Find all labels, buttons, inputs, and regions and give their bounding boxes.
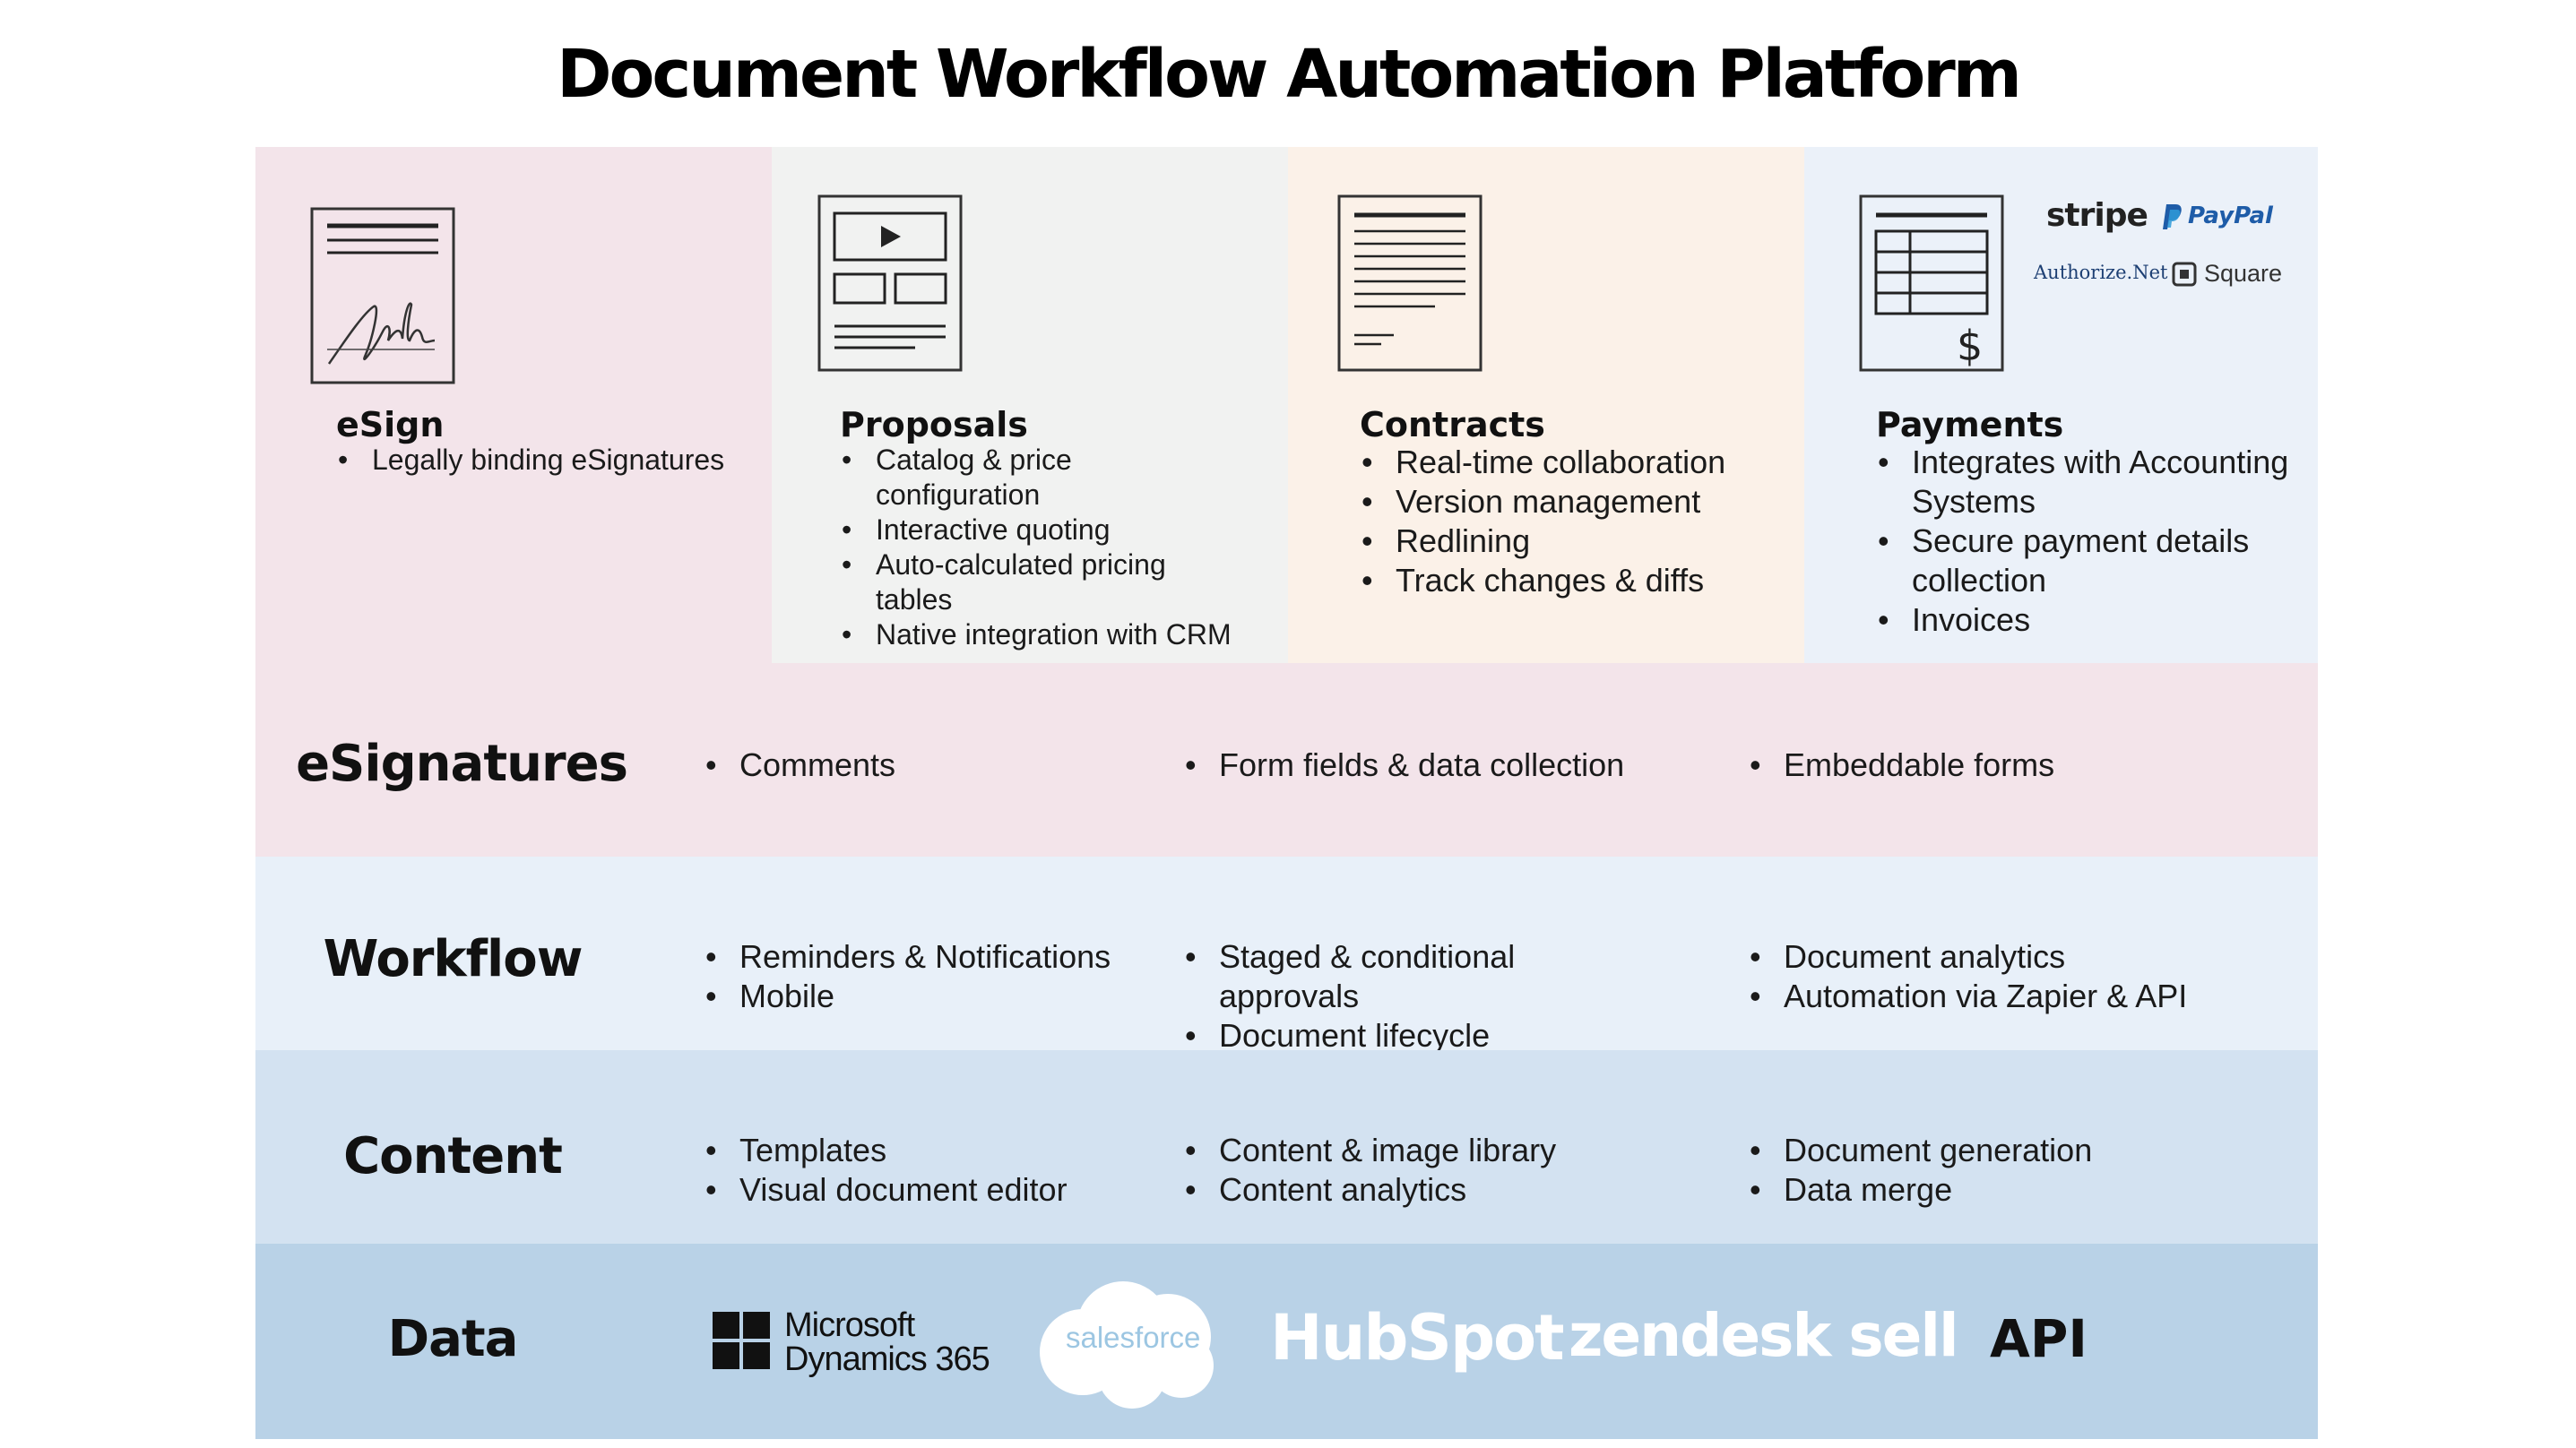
list-item: Automation via Zapier & API (1748, 977, 2304, 1016)
content-row: Content Templates Visual document editor… (255, 1050, 2318, 1244)
row-column: Staged & conditional approvals Document … (1183, 937, 1613, 1056)
list-item: Document lifecycle (1183, 1016, 1613, 1056)
row-column: Reminders & Notifications Mobile (704, 937, 1170, 1016)
list-item: Visual document editor (704, 1170, 1170, 1210)
proposals-panel: Proposals Catalog & price configuration … (772, 147, 1288, 663)
contracts-title: Contracts (1360, 405, 1545, 444)
list-item: Real-time collaboration (1360, 443, 1790, 482)
contracts-features: Real-time collaboration Version manageme… (1360, 443, 1790, 600)
list-item: Integrates with Accounting Systems (1876, 443, 2297, 521)
square-logo: Square (2204, 260, 2283, 287)
list-item: Secure payment details collection (1876, 521, 2297, 600)
payments-features: Integrates with Accounting Systems Secur… (1876, 443, 2297, 640)
list-item: Native integration with CRM (840, 617, 1234, 652)
list-item: Auto-calculated pricing tables (840, 547, 1234, 617)
salesforce-logo: salesforce (1066, 1321, 1201, 1354)
list-item: Content analytics (1183, 1170, 1685, 1210)
api-logo: API (1990, 1308, 2088, 1369)
list-item: Interactive quoting (840, 513, 1234, 547)
row-column: Templates Visual document editor (704, 1131, 1170, 1210)
contract-document-icon (1337, 194, 1482, 372)
payments-title: Payments (1876, 405, 2064, 444)
list-item: Staged & conditional approvals (1183, 937, 1613, 1016)
stripe-logo: stripe (2046, 197, 2148, 234)
row-column: Comments (704, 746, 1152, 785)
row-column: Document generation Data merge (1748, 1131, 2286, 1210)
list-item: Data merge (1748, 1170, 2286, 1210)
row-column: Form fields & data collection (1183, 746, 1721, 785)
data-row-label: Data (387, 1310, 519, 1368)
authorize-net-logo: Authorize.Net (2034, 262, 2168, 283)
list-item: Document analytics (1748, 937, 2304, 977)
list-item: Form fields & data collection (1183, 746, 1721, 785)
dollar-sign-icon: $ (1957, 322, 1983, 370)
proposal-document-icon (817, 194, 963, 372)
paypal-icon (2163, 204, 2182, 229)
invoice-document-icon: $ (1859, 194, 2004, 372)
zendesk-sell-logo: zendesk sell (1569, 1301, 1959, 1370)
list-item: Embeddable forms (1748, 746, 2286, 785)
salesforce-cloud-icon (1040, 1281, 1214, 1409)
list-item: Redlining (1360, 521, 1790, 561)
list-item: Document generation (1748, 1131, 2286, 1170)
contracts-panel: Contracts Real-time collaboration Versio… (1288, 147, 1804, 663)
hubspot-logo: HubSpot (1270, 1301, 1565, 1375)
square-icon (2172, 262, 2197, 287)
esign-features: Legally binding eSignatures (336, 443, 757, 478)
list-item: Templates (704, 1131, 1170, 1170)
esignatures-row: eSignatures Comments Form fields & data … (255, 663, 2318, 857)
list-item: Legally binding eSignatures (336, 443, 757, 478)
microsoft-logo-line1: Microsoft (784, 1306, 915, 1344)
workflow-row: Workflow Reminders & Notifications Mobil… (255, 857, 2318, 1056)
list-item: Invoices (1876, 600, 2297, 640)
esign-title: eSign (336, 405, 445, 444)
list-item: Mobile (704, 977, 1170, 1016)
microsoft-logo-line2: Dynamics 365 (784, 1340, 990, 1378)
proposals-title: Proposals (840, 405, 1028, 444)
page-title: Document Workflow Automation Platform (557, 36, 2022, 113)
signed-document-icon (310, 207, 455, 384)
list-item: Comments (704, 746, 1152, 785)
content-row-label: Content (343, 1127, 563, 1185)
row-column: Embeddable forms (1748, 746, 2286, 785)
list-item: Reminders & Notifications (704, 937, 1170, 977)
paypal-logo: PayPal (2188, 203, 2273, 229)
payments-panel: $ stripe PayPal Authorize.Net Square Pay… (1804, 147, 2318, 663)
list-item: Version management (1360, 482, 1790, 521)
row-column: Content & image library Content analytic… (1183, 1131, 1685, 1210)
list-item: Track changes & diffs (1360, 561, 1790, 600)
row-column: Document analytics Automation via Zapier… (1748, 937, 2304, 1016)
data-row: Data Microsoft Dynamics 365 salesforce H… (255, 1244, 2318, 1439)
proposals-features: Catalog & price configuration Interactiv… (840, 443, 1234, 652)
esignatures-row-label: eSignatures (296, 735, 628, 793)
list-item: Catalog & price configuration (840, 443, 1234, 513)
esign-panel: eSign Legally binding eSignatures (255, 147, 772, 663)
list-item: Content & image library (1183, 1131, 1685, 1170)
workflow-row-label: Workflow (323, 930, 583, 988)
microsoft-logo-icon (713, 1312, 770, 1369)
